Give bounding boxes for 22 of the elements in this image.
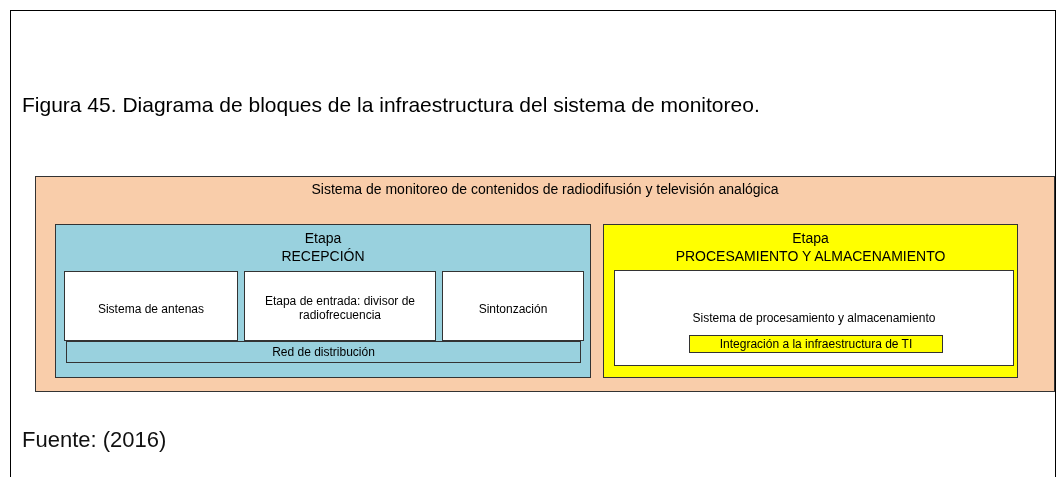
panel-title: Sistema de monitoreo de contenidos de radiodifusión y televisión analógica [310, 181, 780, 197]
stage-panel [603, 224, 1018, 378]
block-label: Red de distribución [271, 345, 376, 359]
stage-title: RECEPCIÓN [280, 248, 366, 264]
block-label: Sistema de antenas [96, 302, 206, 316]
figure-title: Figura 45. Diagrama de bloques de la infraestructura del sistema de monitoreo. [22, 93, 760, 117]
block-box [614, 270, 1014, 366]
source-caption: Fuente: (2016) [22, 427, 167, 453]
stage-panel [55, 224, 591, 378]
stage-title: PROCESAMIENTO Y ALMACENAMIENTO [674, 248, 947, 264]
stage-title: Etapa [303, 230, 343, 246]
distribution-bar [66, 341, 581, 363]
block-box [244, 271, 436, 341]
block-box [64, 271, 238, 341]
block-label: Sintonzación [477, 302, 549, 316]
block-box [442, 271, 584, 341]
integration-bar [689, 335, 943, 353]
block-label: Sistema de procesamiento y almacenamiento [691, 311, 937, 325]
block-label: Etapa de entrada: divisor de radiofrecuencia [263, 294, 417, 322]
stage-title: Etapa [791, 230, 830, 246]
system-panel [35, 176, 1055, 392]
block-label: Integración a la infraestructura de TI [718, 337, 914, 351]
